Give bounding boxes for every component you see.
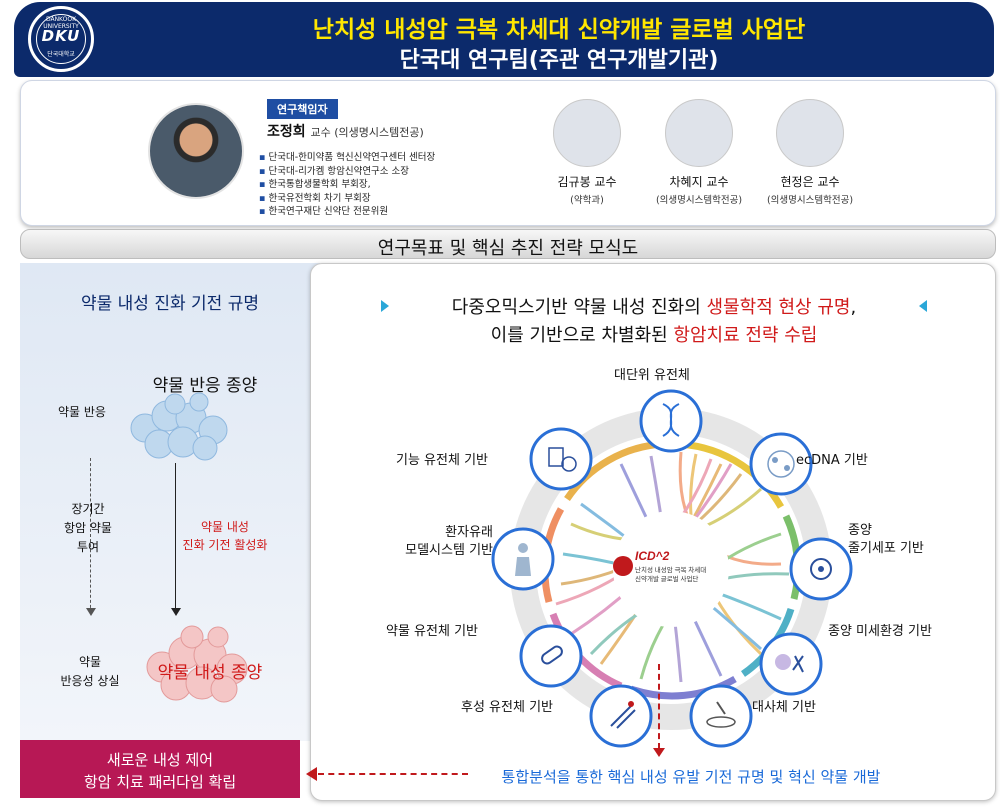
down-arrow: [658, 664, 660, 749]
member-name: 차혜지 교수: [669, 175, 729, 189]
node-label-ecdna: ecDNA 기반: [796, 453, 868, 468]
ecdna-icon: [749, 432, 813, 496]
member-name: 현정은 교수: [780, 175, 840, 189]
stem-cell-icon: [789, 537, 853, 601]
microenvironment-icon: [759, 632, 823, 696]
icd-logo-icon: [613, 556, 633, 576]
member-dept: (의생명시스템학전공): [655, 195, 743, 206]
responsive-tumor-cells-icon: [130, 392, 228, 461]
header-banner: DANKOOK UNIVERSITY DKU 단국대학교 난치성 내성암 극복 …: [14, 2, 994, 77]
responsive-tumor-label: 약물 반응 종양: [152, 376, 258, 396]
member-photo: [665, 99, 733, 167]
evolution-activation-label: 약물 내성 진화 기전 활성화: [182, 520, 268, 552]
paradigm-result-box: 새로운 내성 제어 항암 치료 패러다임 확립: [20, 740, 300, 798]
strategy-line-2: 이를 기반으로 차별화된 항암치료 전략 수립: [490, 325, 818, 346]
resistance-mechanism-panel: 약물 내성 진화 기전 규명 약물 반응 종양 약물 반응 장기간 항암 약물 …: [20, 263, 320, 741]
node-label-epi: 후성 유전체 기반: [461, 700, 553, 715]
section-title-bar: 연구목표 및 핵심 추진 전략 모식도: [20, 229, 996, 259]
pi-tag: 연구책임자: [267, 99, 338, 119]
node-label-micro: 종양 미세환경 기반: [828, 624, 932, 639]
drug-response-label: 약물 반응: [58, 405, 106, 419]
member-photo: [776, 99, 844, 167]
node-label-func: 기능 유전체 기반: [396, 453, 488, 468]
logo-mark: DKU: [41, 27, 81, 45]
epigenome-icon: [589, 684, 653, 748]
pi-roles-list: 단국대-한미약품 혁신신약연구센터 센터장 단국대-리가켐 항암신약연구소 소장…: [259, 151, 435, 219]
arrow-head-icon: [86, 608, 96, 616]
node-label-drug: 약물 유전체 기반: [386, 624, 478, 639]
list-item: 단국대-리가켐 항암신약연구소 소장: [259, 165, 435, 179]
strategy-panel: 다중오믹스기반 약물 내성 진화의 생물학적 현상 규명, 이를 기반으로 차별…: [310, 263, 996, 801]
pharmacogenomics-icon: [519, 624, 583, 688]
logo-korean-text: 단국대학교: [47, 51, 75, 58]
pi-portrait: [148, 103, 244, 199]
node-label-stem: 종양 줄기세포 기반: [848, 523, 924, 556]
member-dept: (의생명시스템학전공): [766, 195, 854, 206]
center-logo: ICD^2: [635, 549, 670, 563]
node-circles: [491, 389, 853, 748]
center-text-1: 난치성 내성암 극복 차세대: [635, 565, 706, 574]
member-kim: 김규봉 교수 (약학과): [527, 99, 647, 206]
resistant-tumor-cells-icon: [146, 625, 248, 703]
list-item: 한국유전학회 차기 부회장: [259, 192, 435, 206]
research-team-panel: 연구책임자 조정희 교수 (의생명시스템전공) 단국대-한미약품 혁신신약연구센…: [20, 80, 996, 226]
arrow-head-icon: [653, 748, 665, 757]
node-label-metab: 대사체 기반: [752, 700, 816, 715]
member-name: 김규봉 교수: [557, 175, 617, 189]
list-item: 한국연구재단 신약단 전문위원: [259, 205, 435, 219]
strategy-line-1: 다중오믹스기반 약물 내성 진화의 생물학적 현상 규명,: [451, 297, 857, 318]
pi-name: 조정희: [267, 124, 306, 140]
response-lost-label: 약물 반응성 상실: [60, 655, 120, 688]
arrow-head-icon: [306, 767, 317, 781]
member-dept: (약학과): [570, 195, 604, 206]
metabolome-icon: [689, 684, 753, 748]
center-text-2: 신약개발 글로벌 사업단: [635, 574, 698, 583]
list-item: 한국통합생물학회 부회장,: [259, 178, 435, 192]
functional-genome-icon: [529, 427, 593, 491]
pi-title: 교수 (의생명시스템전공): [310, 126, 424, 139]
member-cha: 차혜지 교수 (의생명시스템학전공): [639, 99, 759, 206]
section-title: 연구목표 및 핵심 추진 전략 모식도: [377, 238, 639, 259]
multiomics-diagram: ICD^2 난치성 내성암 극복 차세대 신약개발 글로벌 사업단: [491, 389, 853, 748]
pi-name-line: 조정희 교수 (의생명시스템전공): [267, 121, 424, 141]
node-label-top: 대단위 유전체: [614, 368, 690, 383]
member-photo: [553, 99, 621, 167]
logo-ring-text: DANKOOK UNIVERSITY: [43, 16, 79, 30]
center-disk: [613, 511, 729, 627]
node-label-patient: 환자유래 모델시스템 기반: [405, 525, 493, 558]
genome-icon: [639, 389, 703, 453]
page-title: 난치성 내성암 극복 차세대 신약개발 글로벌 사업단: [312, 17, 806, 43]
resistant-tumor-label: 약물 내성 종양: [157, 663, 263, 683]
arrow-head-icon: [171, 608, 181, 616]
long-term-arrow: [90, 458, 91, 613]
long-term-treatment-label: 장기간 항암 약물 투여: [64, 502, 112, 554]
triangle-left-icon: [919, 300, 927, 312]
patient-model-icon: [491, 527, 555, 591]
triangle-right-icon: [381, 300, 389, 312]
university-logo: DANKOOK UNIVERSITY DKU 단국대학교: [28, 6, 94, 72]
list-item: 단국대-한미약품 혁신신약연구센터 센터장: [259, 151, 435, 165]
result-arrow: [318, 773, 468, 775]
page-subtitle: 단국대 연구팀(주관 연구개발기관): [399, 48, 719, 73]
evolution-arrow: [175, 463, 176, 608]
integration-statement: 통합분석을 통한 핵심 내성 유발 기전 규명 및 혁신 약물 개발: [501, 768, 881, 786]
left-panel-title: 약물 내성 진화 기전 규명: [80, 294, 259, 314]
member-hyun: 현정은 교수 (의생명시스템학전공): [750, 99, 870, 206]
